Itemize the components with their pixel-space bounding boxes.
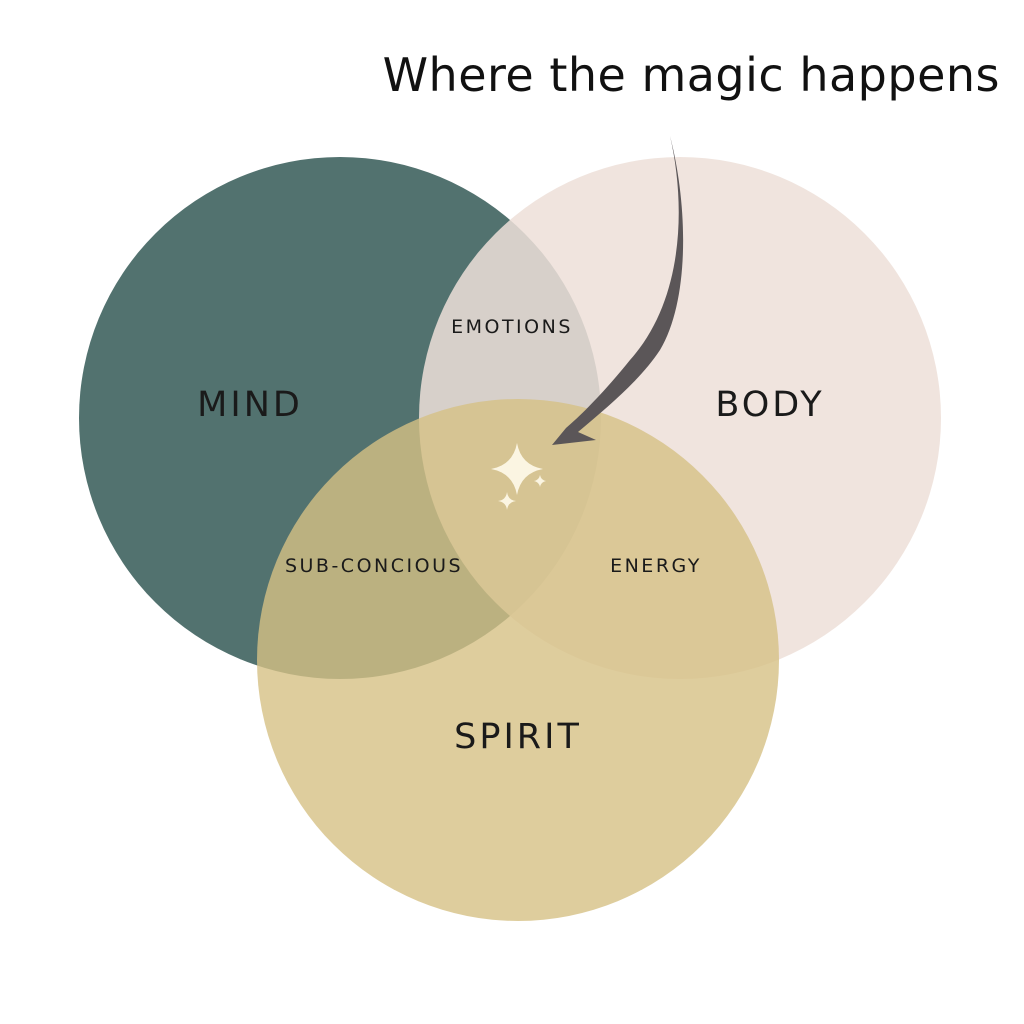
subconscious-label: SUB-CONCIOUS [284,555,464,577]
energy-label: ENERGY [610,555,702,577]
headline: Where the magic happens [382,48,1000,102]
spirit-label: SPIRIT [454,717,582,757]
mind-label: MIND [197,385,303,425]
sparkle-icon [491,443,546,510]
body-label: BODY [715,385,825,425]
curved-arrow-icon [552,136,684,445]
emotions-label: EMOTIONS [451,316,573,338]
spirit-circle [257,399,779,921]
